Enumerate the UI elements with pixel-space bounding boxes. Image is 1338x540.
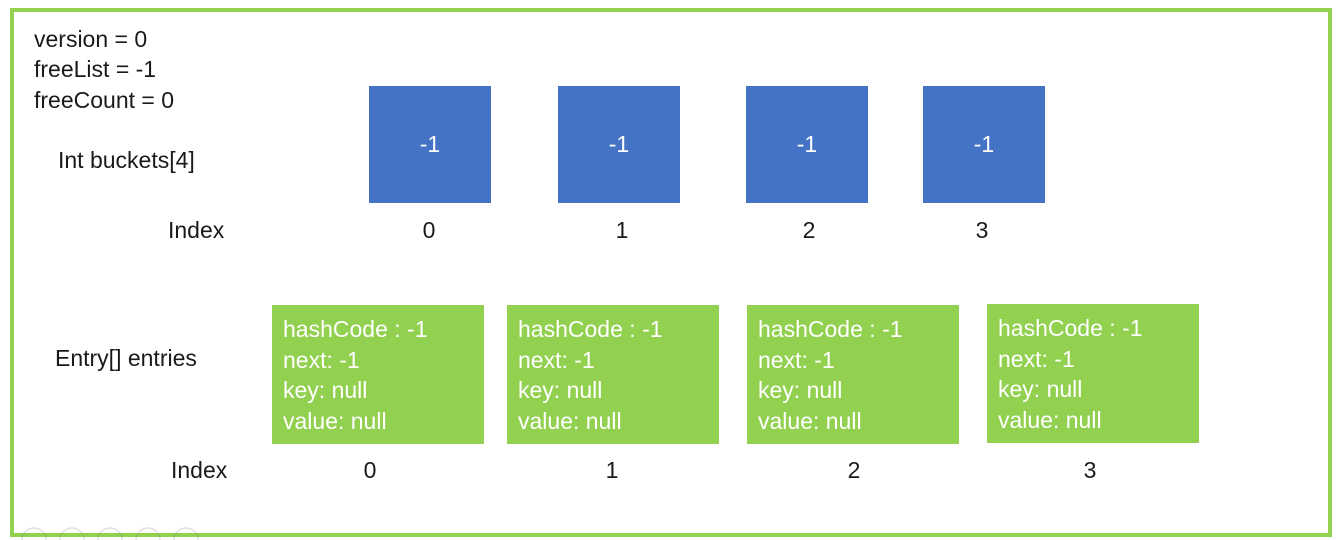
entry-index: 0	[363, 457, 377, 483]
entry-value: value: null	[518, 408, 622, 435]
bucket-cell: -1	[369, 86, 491, 203]
bucket-index: 2	[802, 217, 816, 243]
bucket-index: 3	[975, 217, 989, 243]
entries-index-label: Index	[171, 457, 228, 483]
version-text: version = 0	[34, 26, 148, 52]
entry-key: key: null	[758, 377, 843, 404]
buckets-label: Int buckets[4]	[58, 147, 195, 173]
bucket-cell: -1	[558, 86, 680, 203]
entry-value: value: null	[283, 408, 387, 435]
entry-next: next: -1	[998, 345, 1075, 372]
entry-next: next: -1	[283, 346, 360, 373]
freelist-text: freeList = -1	[34, 56, 157, 82]
entry-index: 2	[847, 457, 861, 483]
entry-value: value: null	[998, 407, 1102, 434]
faded-toolbar-icons	[21, 527, 199, 540]
buckets-index-label: Index	[168, 217, 225, 243]
bucket-index: 0	[422, 217, 436, 243]
entry-value: value: null	[758, 408, 862, 435]
entry-key: key: null	[283, 377, 368, 404]
entry-key: key: null	[518, 377, 603, 404]
entry-hashcode: hashCode : -1	[758, 316, 903, 342]
entry-index: 3	[1083, 457, 1097, 483]
entry-index: 1	[605, 457, 619, 483]
entry-key: key: null	[998, 376, 1083, 403]
diagram-frame	[10, 8, 1332, 537]
entry-cell: hashCode : -1 next: -1 key: null value: …	[987, 304, 1199, 443]
bucket-cell: -1	[746, 86, 868, 203]
entry-hashcode: hashCode : -1	[518, 316, 663, 342]
freecount-text: freeCount = 0	[34, 87, 175, 113]
entry-next: next: -1	[518, 346, 595, 373]
entry-cell: hashCode : -1 next: -1 key: null value: …	[507, 305, 719, 444]
entries-label: Entry[] entries	[55, 345, 197, 371]
entry-hashcode: hashCode : -1	[998, 315, 1143, 341]
bucket-cell: -1	[923, 86, 1045, 203]
bucket-index: 1	[615, 217, 629, 243]
entry-next: next: -1	[758, 346, 835, 373]
entry-hashcode: hashCode : -1	[283, 316, 428, 342]
entry-cell: hashCode : -1 next: -1 key: null value: …	[747, 305, 959, 444]
entry-cell: hashCode : -1 next: -1 key: null value: …	[272, 305, 484, 444]
